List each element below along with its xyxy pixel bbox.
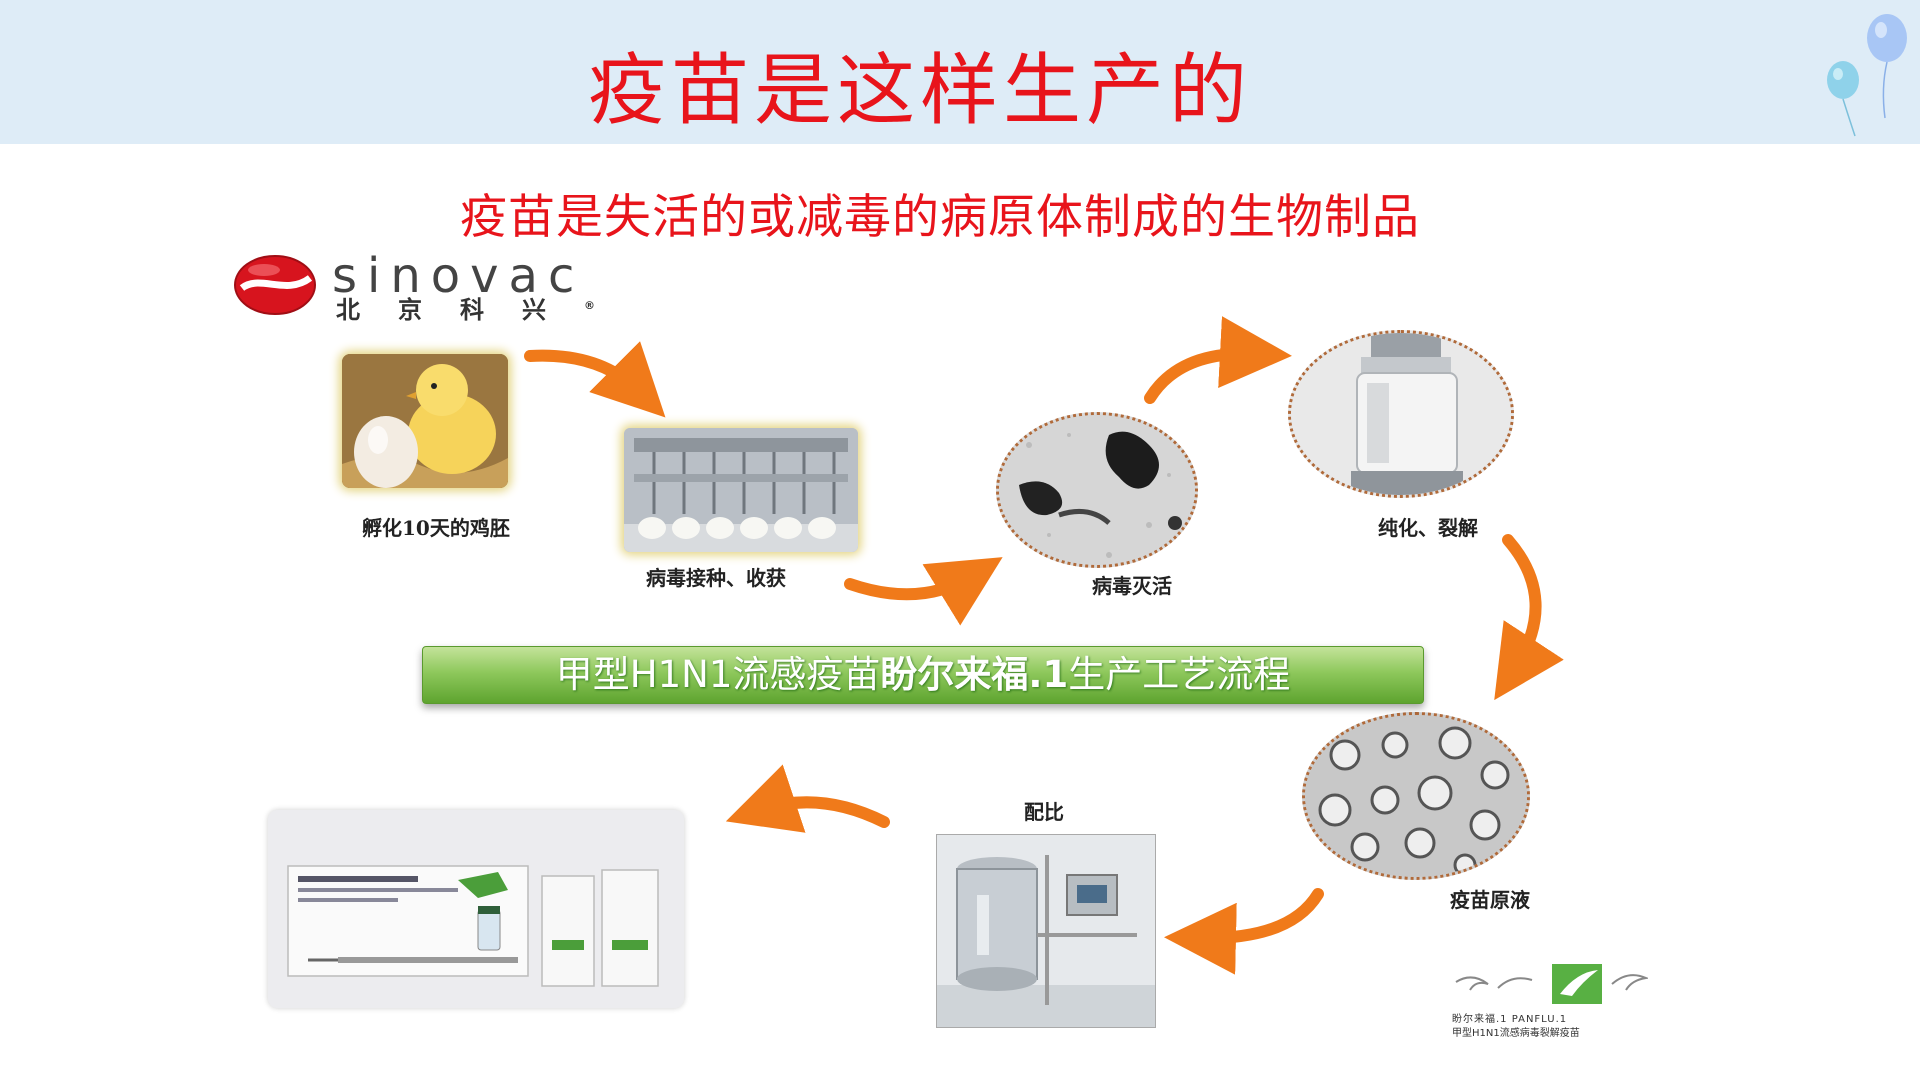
step-2-caption: 病毒接种、收获 <box>646 566 786 590</box>
arrow-step1-to-step2 <box>524 341 666 418</box>
virus-inactivation-micrograph <box>996 412 1198 568</box>
panflu-brand-line1: 盼尔来福.1 PANFLU.1 <box>1452 1014 1568 1025</box>
registered-mark: ® <box>584 299 595 312</box>
process-banner: 甲型H1N1流感疫苗盼尔来福.1生产工艺流程 <box>422 646 1424 704</box>
step-5-caption: 疫苗原液 <box>1450 888 1530 912</box>
banner-brand-name: 盼尔来福.1 <box>880 653 1069 696</box>
chick-egg-photo <box>342 354 508 488</box>
slide-subtitle: 疫苗是失活的或减毒的病原体制成的生物制品 <box>460 190 1420 245</box>
banner-text-part3: 生产工艺流程 <box>1068 653 1291 696</box>
purification-equipment-photo <box>1288 330 1514 498</box>
step-6-caption: 配比 <box>1024 800 1064 824</box>
banner-text-part1: 甲型H1N1流感疫苗 <box>555 653 881 696</box>
logo-name: sinovac <box>332 248 585 304</box>
logo-chinese-name: 北京科兴® <box>336 290 595 325</box>
slide-title: 疫苗是这样生产的 <box>587 46 1252 136</box>
panflu-brand-icon <box>1455 964 1648 1004</box>
balloons-icon <box>1827 14 1907 137</box>
banner-text: 甲型H1N1流感疫苗盼尔来福.1生产工艺流程 <box>423 647 1423 703</box>
vaccine-stock-micrograph <box>1302 712 1530 880</box>
arrow-step5-to-step6 <box>1164 888 1324 975</box>
arrow-step2-to-step3 <box>844 557 1003 626</box>
panflu-brand-line2: 甲型H1N1流感病毒裂解疫苗 <box>1452 1028 1580 1039</box>
vaccine-product-photo <box>268 810 684 1008</box>
step-3-caption: 病毒灭活 <box>1092 574 1172 598</box>
header-band <box>0 0 1920 144</box>
inoculation-machine-photo <box>624 428 858 552</box>
arrow-step3-to-step4 <box>1144 316 1292 404</box>
sinovac-logo-icon <box>234 255 316 315</box>
step-1-caption: 孵化10天的鸡胚 <box>362 516 510 540</box>
arrow-step4-to-step5 <box>1494 534 1564 701</box>
arrow-step6-to-product <box>725 764 890 833</box>
logo-chinese-text: 北京科兴 <box>336 296 584 324</box>
mixing-tank-photo <box>936 834 1156 1028</box>
step-4-caption: 纯化、裂解 <box>1378 516 1478 540</box>
